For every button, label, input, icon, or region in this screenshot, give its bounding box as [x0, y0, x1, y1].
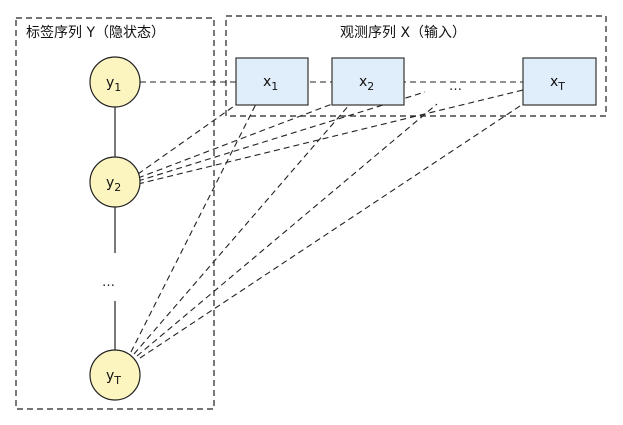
observation-group-title: 观测序列 X（输入）	[340, 25, 466, 41]
observation-edges	[130, 81, 524, 359]
edge-y2-xdots	[137, 91, 426, 182]
hidden-node-circle	[89, 156, 141, 208]
edge-yT-x1	[130, 103, 257, 353]
edge-yT-x2	[133, 103, 351, 355]
hidden-node-label: y1	[106, 75, 121, 94]
hidden-state-group-box	[15, 17, 215, 410]
observation-node-xT: xT	[522, 57, 597, 106]
observation-group-box	[225, 15, 607, 117]
observation-node-label: x2	[359, 74, 374, 93]
observation-node-x2: x2	[331, 57, 405, 106]
edge-y2-x1	[137, 103, 238, 175]
observation-node-label: xT	[550, 74, 565, 93]
edge-yT-xdots	[136, 103, 438, 357]
observation-node-box	[331, 57, 405, 106]
hidden-ellipsis: …	[102, 275, 117, 290]
hidden-node-yT: yT	[89, 349, 141, 401]
hidden-node-y2: y2	[89, 156, 141, 208]
observation-node-box	[235, 57, 309, 106]
observation-node-x1: x1	[235, 57, 309, 106]
hidden-node-label: yT	[106, 368, 121, 387]
hidden-node-y1: y1	[89, 56, 141, 108]
hidden-node-circle	[89, 349, 141, 401]
edge-yT-xT	[139, 103, 524, 359]
hidden-node-circle	[89, 56, 141, 108]
hidden-state-group-title: 标签序列 Y（隐状态）	[26, 24, 165, 41]
observation-node-label: x1	[263, 74, 278, 93]
edge-y2-x2	[137, 103, 333, 179]
observation-ellipsis: …	[449, 79, 464, 94]
hidden-node-label: y2	[106, 175, 121, 194]
edge-y2-xT	[137, 89, 524, 185]
observation-node-box	[522, 57, 597, 106]
